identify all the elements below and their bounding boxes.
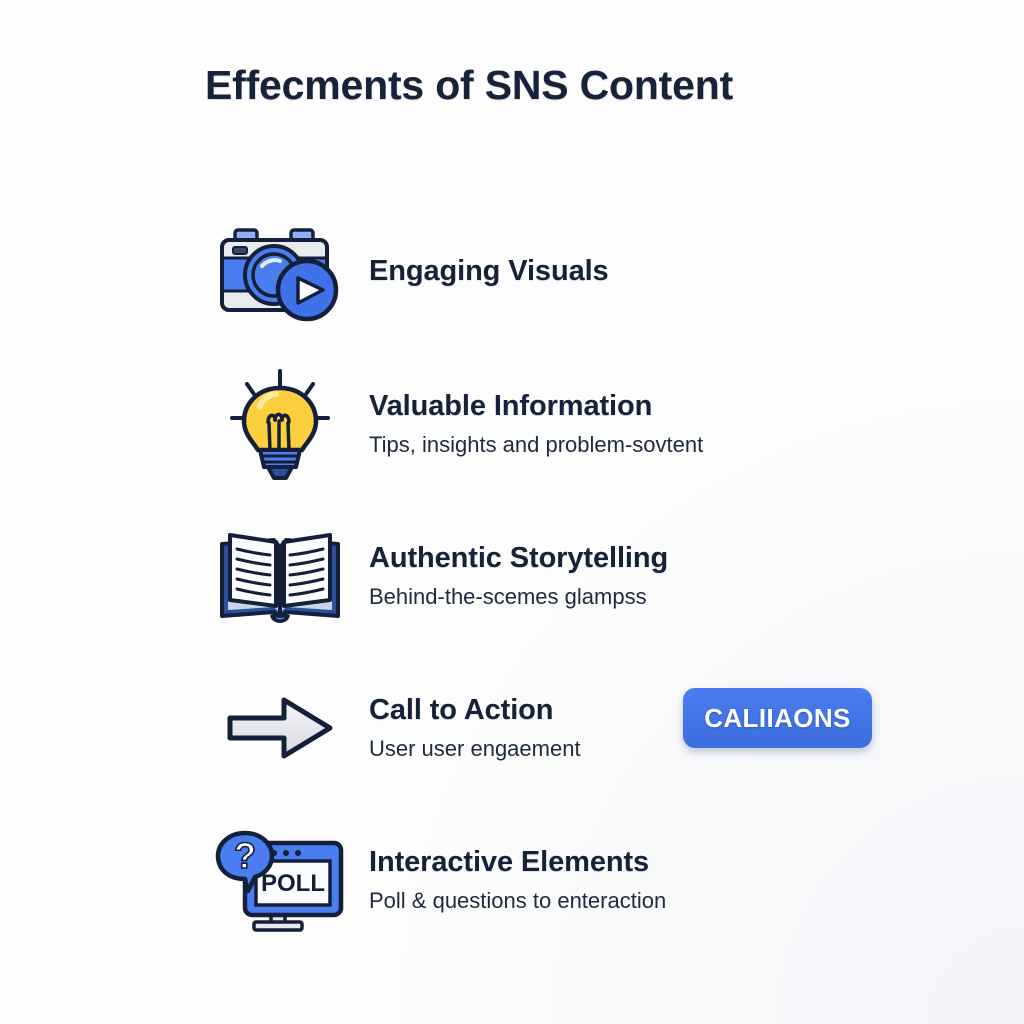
open-book-icon xyxy=(192,517,367,635)
feature-row-call-to-action[interactable]: Call to Action User user engaement xyxy=(0,652,1024,804)
feature-title: Engaging Visuals xyxy=(369,255,609,288)
feature-subtitle: Behind-the-scemes glampss xyxy=(369,583,647,609)
feature-list: Engaging Visuals xyxy=(0,196,1024,956)
feature-title: Call to Action xyxy=(369,693,554,726)
feature-text: Valuable Information Tips, insights and … xyxy=(367,390,1024,459)
feature-row-valuable-information[interactable]: Valuable Information Tips, insights and … xyxy=(0,348,1024,500)
page-title: Effecments of SNS Content xyxy=(205,62,734,108)
feature-row-engaging-visuals[interactable]: Engaging Visuals xyxy=(0,196,1024,348)
feature-text: Engaging Visuals xyxy=(367,255,1024,288)
feature-title: Authentic Storytelling xyxy=(369,541,669,574)
svg-text:?: ? xyxy=(234,835,256,876)
feature-subtitle: User user engaement xyxy=(369,735,581,761)
arrow-right-icon xyxy=(192,669,367,787)
feature-text: Call to Action User user engaement xyxy=(367,694,1024,763)
svg-text:POLL: POLL xyxy=(261,870,325,897)
lightbulb-icon xyxy=(192,365,367,483)
feature-subtitle: Tips, insights and problem-sovtent xyxy=(369,431,704,457)
camera-video-icon xyxy=(192,213,367,331)
feature-subtitle: Poll & questions to enteraction xyxy=(369,887,667,913)
poll-monitor-icon: POLL ? xyxy=(192,821,367,939)
feature-title: Valuable Information xyxy=(369,389,653,422)
feature-text: Interactive Elements Poll & questions to… xyxy=(367,846,1024,915)
feature-text: Authentic Storytelling Behind-the-scemes… xyxy=(367,542,1024,611)
call-to-action-button[interactable]: CALIIAONS xyxy=(683,688,872,748)
feature-row-authentic-storytelling[interactable]: Authentic Storytelling Behind-the-scemes… xyxy=(0,500,1024,652)
feature-row-interactive-elements[interactable]: POLL ? Interactive Elements Poll & quest… xyxy=(0,804,1024,956)
feature-title: Interactive Elements xyxy=(369,845,650,878)
